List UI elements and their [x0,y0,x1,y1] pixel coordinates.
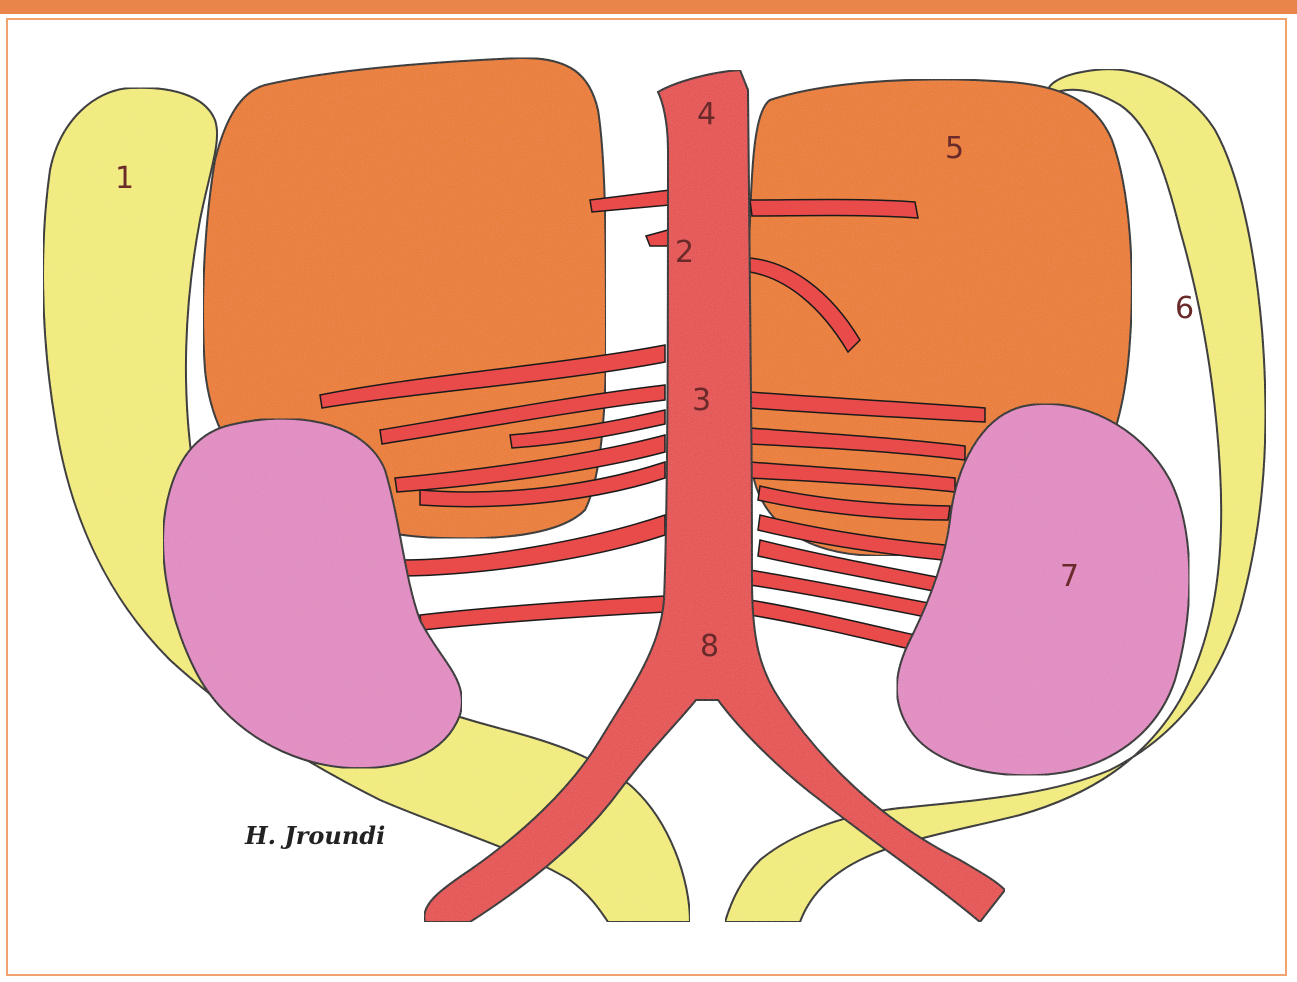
author-signature: H. Jroundi [244,821,385,850]
label-1: 1 [115,161,134,196]
label-8: 8 [700,629,719,664]
label-5: 5 [945,131,964,166]
label-3: 3 [692,383,711,418]
label-6: 6 [1175,291,1194,326]
label-2: 2 [675,235,694,270]
label-7: 7 [1060,559,1079,594]
label-4: 4 [697,97,716,132]
